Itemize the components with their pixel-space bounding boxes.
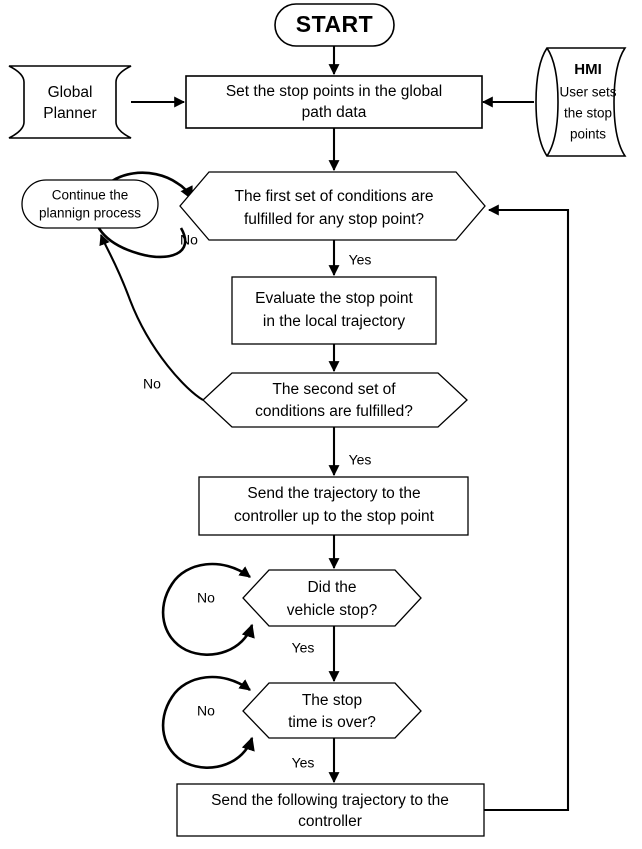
hmi-shape	[535, 47, 627, 157]
node-stop-time-over[interactable]: The stop time is over?	[242, 682, 422, 739]
node-first-conditions[interactable]: The first set of conditions are fulfille…	[179, 171, 486, 241]
start-label: START	[296, 11, 373, 37]
node-send-following[interactable]: Send the following trajectory to the con…	[176, 783, 485, 837]
node-continue-planning[interactable]: Continue the plannign process	[21, 179, 159, 229]
hmi-title: HMI	[574, 61, 602, 78]
vehicle-stopped-shape	[242, 569, 422, 627]
stop-time-over-line1: The stop	[302, 692, 362, 709]
second-conditions-shape	[202, 372, 468, 428]
send-trajectory-line2: controller up to the stop point	[234, 508, 435, 525]
hmi-cylinder-lip	[546, 47, 559, 157]
global-planner-line1: Global	[48, 84, 93, 101]
first-conditions-line2: fulfilled for any stop point?	[244, 211, 424, 228]
connector-feedback-to-first-conditions	[484, 204, 570, 812]
second-conditions-line2: conditions are fulfilled?	[255, 403, 413, 420]
stop-time-over-shape	[242, 682, 422, 739]
hmi-line3: points	[570, 127, 606, 142]
continue-planning-line1: Continue the	[52, 188, 129, 203]
edge-label-time-yes: Yes	[292, 755, 315, 771]
hmi-line2: the stop	[564, 106, 612, 121]
set-stop-points-shape	[185, 75, 483, 129]
vehicle-stopped-line1: Did the	[307, 579, 356, 596]
global-planner-shape	[8, 65, 132, 139]
set-stop-points-line1: Set the stop points in the global	[226, 83, 442, 100]
second-conditions-line1: The second set of	[272, 381, 396, 398]
node-hmi[interactable]: HMI User sets the stop points	[535, 47, 627, 157]
start-shape	[274, 3, 395, 47]
send-trajectory-line1: Send the trajectory to the	[247, 485, 420, 502]
evaluate-stop-point-shape	[231, 276, 437, 345]
edge-label-second-yes: Yes	[349, 452, 372, 468]
first-conditions-shape	[179, 171, 486, 241]
node-second-conditions[interactable]: The second set of conditions are fulfill…	[202, 372, 468, 428]
send-following-line2: controller	[298, 813, 362, 830]
connector-stop-time-over-no-loop	[161, 675, 255, 769]
continue-planning-shape	[21, 179, 159, 229]
send-following-shape	[176, 783, 485, 837]
edge-label-second-no: No	[143, 376, 161, 392]
send-following-line1: Send the following trajectory to the	[211, 792, 449, 809]
send-trajectory-shape	[198, 476, 469, 536]
edge-label-first-yes: Yes	[349, 252, 372, 268]
node-evaluate-stop-point[interactable]: Evaluate the stop point in the local tra…	[231, 276, 437, 345]
continue-planning-line2: plannign process	[39, 206, 141, 221]
global-planner-line2: Planner	[43, 105, 96, 122]
node-send-trajectory[interactable]: Send the trajectory to the controller up…	[198, 476, 469, 536]
node-set-stop-points[interactable]: Set the stop points in the global path d…	[185, 75, 483, 129]
edge-label-vehicle-no: No	[197, 590, 215, 606]
edge-label-vehicle-yes: Yes	[292, 640, 315, 656]
vehicle-stopped-line2: vehicle stop?	[287, 602, 378, 619]
node-vehicle-stopped[interactable]: Did the vehicle stop?	[242, 569, 422, 627]
first-conditions-line1: The first set of conditions are	[234, 188, 433, 205]
set-stop-points-line2: path data	[302, 104, 367, 121]
edge-label-first-no: No	[180, 232, 198, 248]
edge-label-time-no: No	[197, 703, 215, 719]
connector-second-conditions-no	[99, 233, 204, 401]
stop-time-over-line2: time is over?	[288, 714, 376, 731]
node-start[interactable]: START	[274, 3, 395, 47]
node-global-planner[interactable]: Global Planner	[8, 65, 132, 139]
connector-vehicle-stopped-no-loop	[161, 562, 255, 656]
hmi-line1: User sets	[559, 85, 616, 100]
evaluate-stop-point-line2: in the local trajectory	[263, 313, 405, 330]
evaluate-stop-point-line1: Evaluate the stop point	[255, 290, 413, 307]
